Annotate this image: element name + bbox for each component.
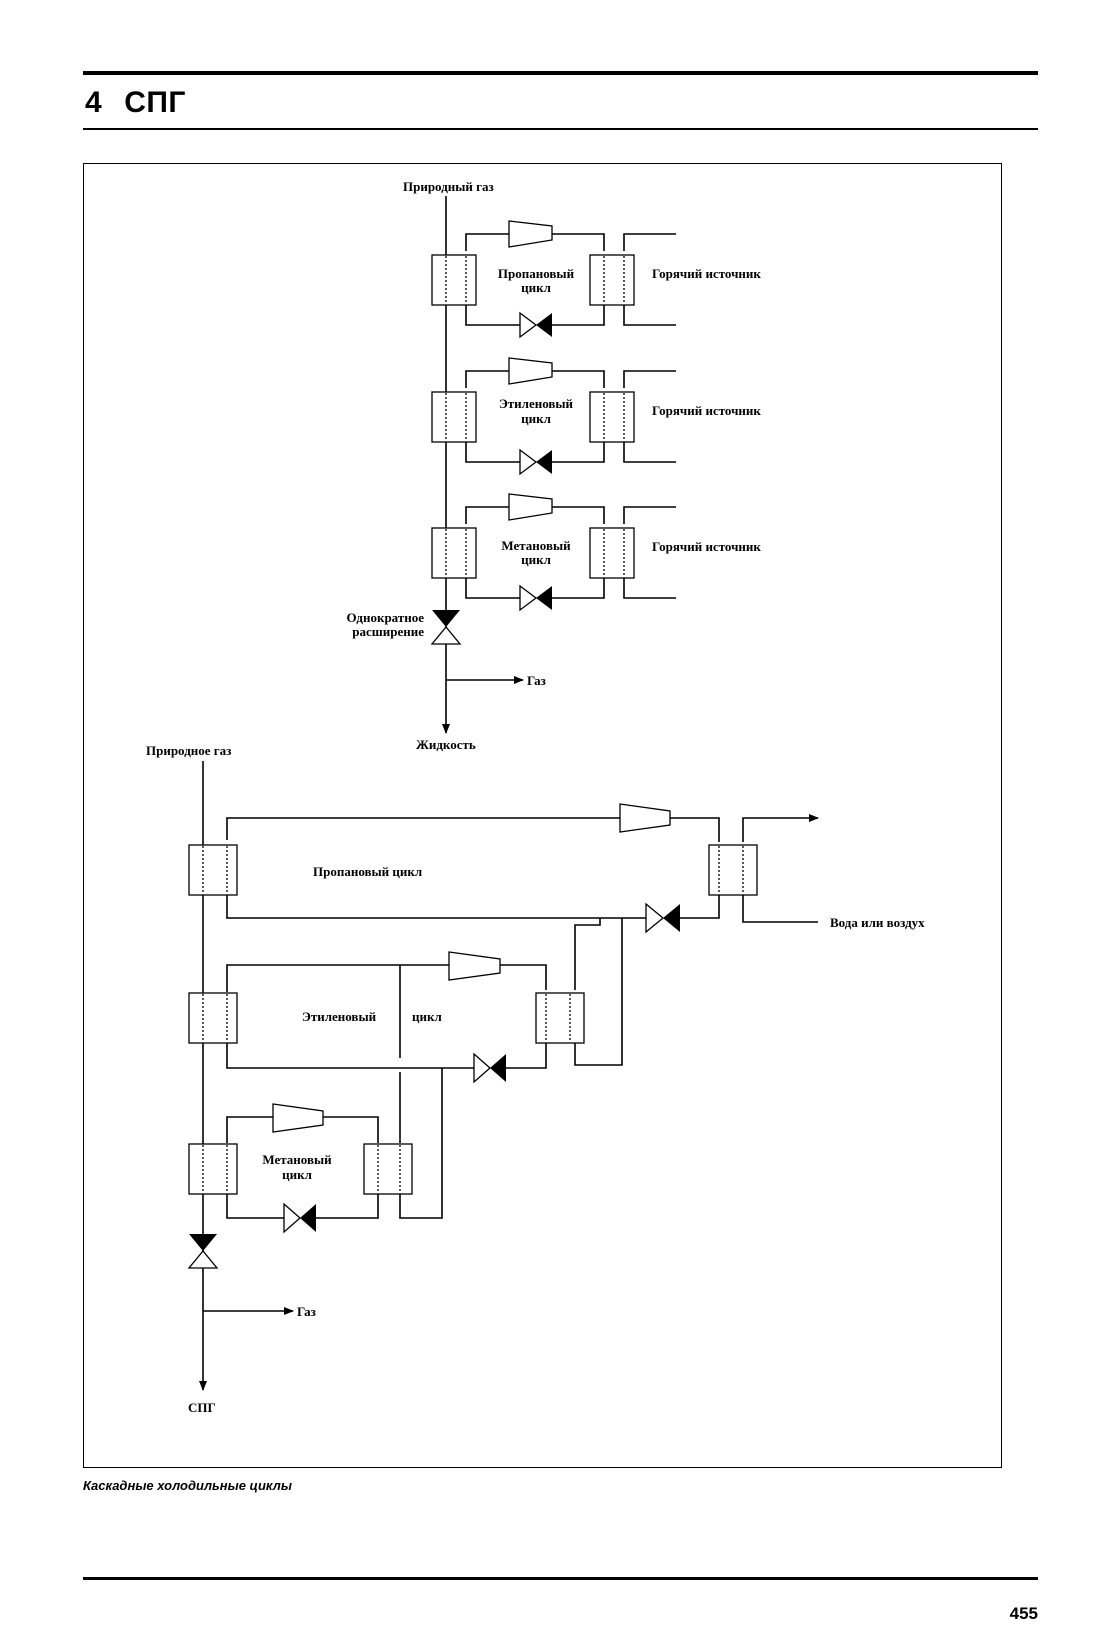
ethylene-label-a: Этиленовый [302, 1009, 377, 1024]
expansion-label-line2: расширение [352, 624, 424, 639]
valve-icon [646, 904, 663, 932]
valve-icon [284, 1204, 300, 1232]
valve-icon [520, 450, 536, 474]
heat-exchanger-icon [189, 1144, 237, 1194]
cycle-label-line2: цикл [521, 280, 551, 295]
methane-label-line1: Метановый [262, 1152, 332, 1167]
top-gas-label: Газ [527, 673, 546, 688]
top-stage-methane: Метановый цикл Горячий источник [432, 494, 761, 610]
methane-label-line2: цикл [282, 1167, 312, 1182]
footer-rule [83, 1577, 1038, 1580]
cycle-label-line1: Этиленовый [499, 396, 574, 411]
compressor-icon [449, 952, 500, 980]
liquid-label: Жидкость [416, 737, 476, 752]
valve-icon [520, 586, 536, 610]
heat-exchanger-icon [590, 528, 634, 578]
valve-icon [474, 1054, 490, 1082]
figure-caption: Каскадные холодильные циклы [83, 1478, 292, 1493]
top-diagram: Природный газ Пропановый цикл Горячий ис… [346, 179, 761, 752]
top-stage-ethylene: Этиленовый цикл Горячий источник [432, 358, 761, 474]
heat-exchanger-icon [189, 845, 237, 895]
top-inlet-label: Природный газ [403, 179, 494, 194]
compressor-icon [620, 804, 670, 832]
heat-exchanger-icon [189, 993, 237, 1043]
bottom-gas-label: Газ [297, 1304, 316, 1319]
heat-exchanger-icon [709, 845, 757, 895]
expansion-valve-icon [189, 1234, 217, 1251]
heat-exchanger-icon [432, 255, 476, 305]
compressor-icon [273, 1104, 323, 1132]
cycle-label-line2: цикл [521, 552, 551, 567]
bottom-inlet-label: Природное газ [146, 743, 231, 758]
compressor-icon [509, 221, 552, 247]
sink-label: Горячий источник [652, 539, 761, 554]
expansion-label-line1: Однократное [346, 610, 424, 625]
heat-exchanger-icon [536, 993, 584, 1043]
lng-product-label: СПГ [188, 1400, 216, 1415]
heat-exchanger-icon [432, 528, 476, 578]
heat-exchanger-icon [364, 1144, 412, 1194]
expansion-valve-icon [432, 610, 460, 627]
sink-label: Горячий источник [652, 403, 761, 418]
sink-label: Вода или воздух [830, 915, 925, 930]
cycle-label-line1: Метановый [501, 538, 571, 553]
compressor-icon [509, 358, 552, 384]
valve-icon [520, 313, 536, 337]
propane-cycle-label: Пропановый цикл [313, 864, 422, 879]
ethylene-label-b: цикл [412, 1009, 442, 1024]
heat-exchanger-icon [432, 392, 476, 442]
heat-exchanger-icon [590, 392, 634, 442]
page-number: 455 [1010, 1604, 1038, 1624]
cycle-label-line1: Пропановый [498, 266, 575, 281]
heat-exchanger-icon [590, 255, 634, 305]
sink-label: Горячий источник [652, 266, 761, 281]
cycle-label-line2: цикл [521, 411, 551, 426]
bottom-diagram: Природное газ Пропановый цикл Вода или в… [146, 743, 925, 1415]
top-stage-propane: Пропановый цикл Горячий источник [432, 221, 761, 337]
compressor-icon [509, 494, 552, 520]
